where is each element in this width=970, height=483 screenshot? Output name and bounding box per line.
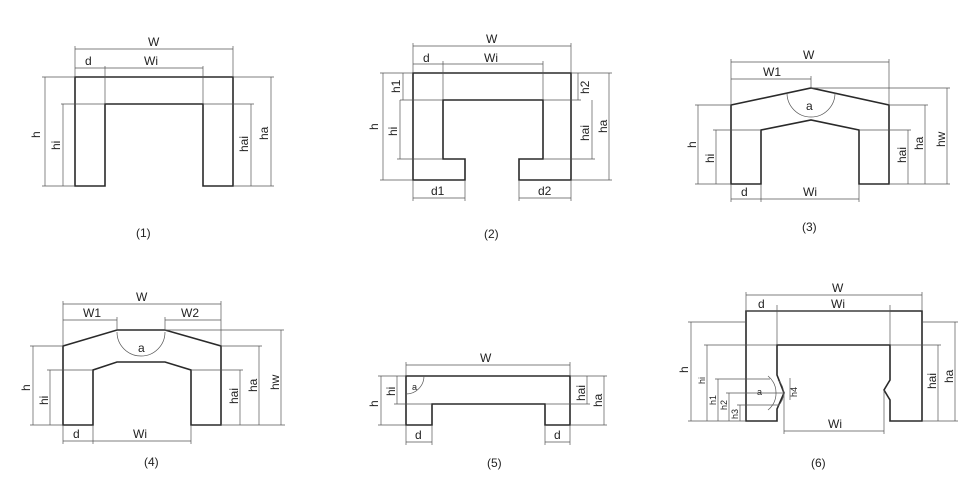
dim-label-h1: h1 [389, 79, 403, 93]
dim-label-W: W [136, 290, 148, 304]
dim-label-Wi: Wi [484, 51, 498, 65]
dim-label-Wi: Wi [144, 54, 158, 68]
dim-label-h: h [677, 366, 691, 373]
dim-label-Wi: Wi [133, 427, 147, 441]
dim-label-h: h [367, 400, 381, 407]
dim-label-a: a [138, 341, 145, 355]
dim-label-hi: hi [49, 141, 63, 150]
caption-4: (4) [144, 455, 159, 469]
dim-label-h2: h2 [578, 80, 592, 94]
profile-shape-2 [412, 72, 572, 181]
dim-label-hw: hw [934, 131, 948, 147]
dim-label-d: d [758, 297, 765, 311]
dim-label-W: W [480, 351, 492, 365]
dim-label-W1: W1 [83, 306, 101, 320]
dim-label-hi: hi [384, 387, 398, 396]
dim-label-W1: W1 [763, 65, 781, 79]
caption-3: (3) [802, 220, 817, 234]
figure-1: W d Wi h hi hai ha (1) [29, 35, 274, 240]
figure-6: a W d Wi h hi h1 h2 h3 h4 [677, 281, 958, 470]
dim-label-hai: hai [574, 385, 588, 401]
dim-label-W: W [803, 48, 815, 62]
caption-1: (1) [136, 226, 151, 240]
dim-label-hai: hai [237, 136, 251, 152]
dim-label-h2: h2 [719, 400, 729, 410]
dim-label-h: h [29, 131, 43, 138]
dim-label-hi: hi [37, 396, 51, 405]
dim-label-h4: h4 [789, 387, 799, 397]
dim-label-Wi: Wi [803, 185, 817, 199]
dim-label-hi: hi [697, 377, 707, 384]
dim-label-W: W [832, 281, 844, 295]
dim-label-d: d [423, 51, 430, 65]
dim-label-h: h [685, 141, 699, 148]
caption-2: (2) [484, 227, 499, 241]
figure-3: a W W1 h hi d Wi hai ha [685, 48, 950, 234]
dim-label-W2: W2 [181, 306, 199, 320]
dim-label-Wi-bottom: Wi [828, 417, 842, 431]
dim-label-hai: hai [227, 388, 241, 404]
dim-label-d: d [741, 185, 748, 199]
dim-label-h3: h3 [730, 409, 740, 419]
dim-label-h: h [367, 123, 381, 130]
dim-label-hai: hai [578, 125, 592, 141]
dim-label-a: a [757, 387, 762, 397]
dim-label-ha: ha [596, 119, 610, 133]
angle-arc-a [786, 92, 836, 118]
dim-label-d2: d2 [538, 184, 552, 198]
dim-label-hi: hi [386, 127, 400, 136]
dim-label-ha: ha [257, 126, 271, 140]
angle-arc-a [116, 331, 166, 357]
dim-label-a: a [806, 99, 813, 113]
profile-shape-1 [74, 76, 234, 187]
profile-shape-6 [745, 310, 923, 422]
dim-label-d: d [85, 54, 92, 68]
dim-label-W: W [148, 35, 160, 49]
dim-label-d: d [73, 427, 80, 441]
dim-label-ha: ha [942, 369, 956, 383]
dim-label-ha: ha [591, 393, 605, 407]
caption-5: (5) [487, 456, 502, 470]
dim-label-hai: hai [925, 373, 939, 389]
dim-label-ha: ha [246, 378, 260, 392]
dim-label-hai: hai [895, 147, 909, 163]
dim-label-W: W [486, 32, 498, 46]
figure-2: W d Wi h1 h hi h2 hai ha [367, 32, 612, 241]
dim-label-hw: hw [268, 374, 282, 390]
dim-label-ha: ha [912, 136, 926, 150]
dim-label-hi: hi [703, 154, 717, 163]
dim-label-h: h [19, 384, 33, 391]
caption-6: (6) [811, 456, 826, 470]
dim-label-d-left: d [415, 428, 422, 442]
figure-5: a W h hi hai ha d d (5) [367, 351, 607, 470]
dim-label-Wi-top: Wi [831, 297, 845, 311]
figure-4: a W W1 W2 h hi d Wi hai [19, 290, 285, 469]
dim-label-d1: d1 [431, 184, 445, 198]
angle-arc-a [405, 375, 425, 395]
dim-label-a: a [412, 382, 417, 392]
profile-shape-5 [405, 375, 571, 426]
dim-label-h1: h1 [708, 395, 718, 405]
dim-label-d-right: d [554, 428, 561, 442]
